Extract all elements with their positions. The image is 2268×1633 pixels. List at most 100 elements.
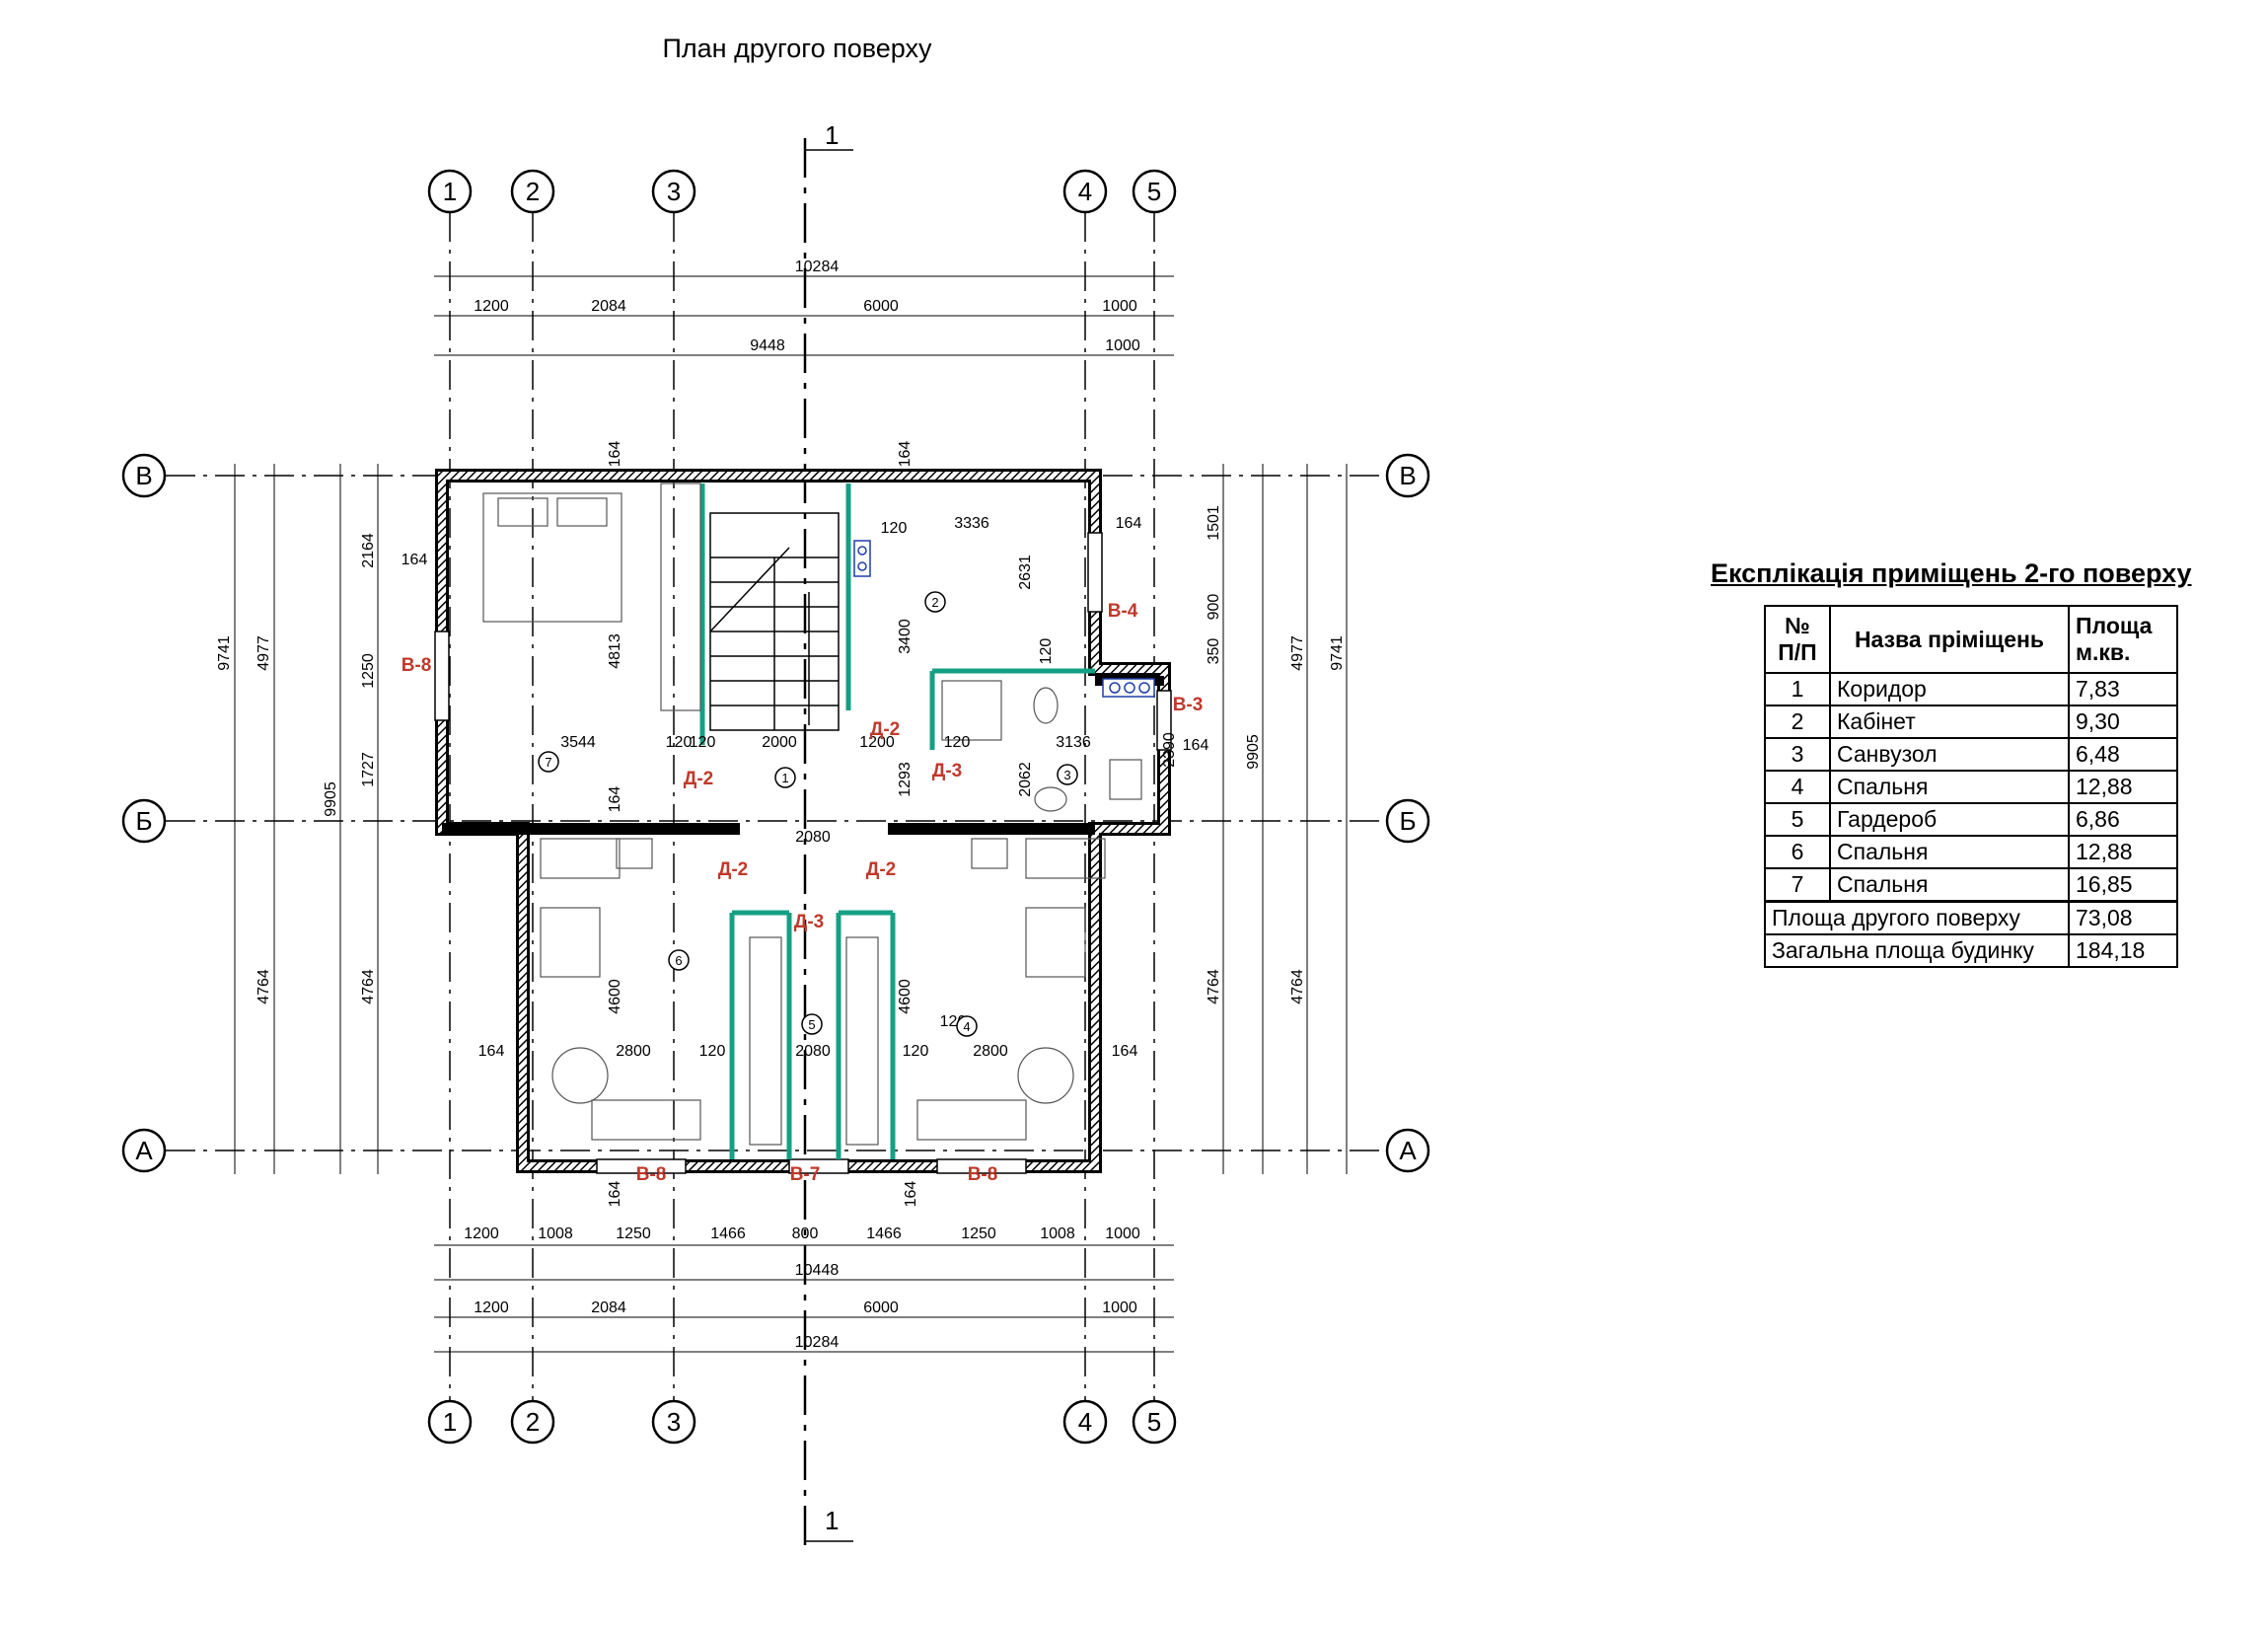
dimension-text: 1466 (710, 1225, 746, 1242)
dimension-text: 3400 (897, 619, 914, 654)
axis-bubble (121, 1128, 167, 1173)
axis-bubble (1132, 1399, 1177, 1445)
axis-bubble (651, 1399, 696, 1445)
room-number-circle (1057, 764, 1078, 785)
section-mark-top: 1 (825, 120, 839, 150)
section-line (803, 138, 853, 1554)
dimension-text: 164 (607, 1181, 623, 1208)
dimension-text: 4600 (897, 979, 914, 1014)
dimension-text: 164 (607, 786, 623, 813)
dimension-text: 164 (607, 441, 623, 468)
dimension-text: 4600 (607, 979, 623, 1014)
axis-bubble (1385, 798, 1430, 844)
dimension-text: 1008 (538, 1225, 573, 1242)
axis-label: А (1399, 1136, 1417, 1165)
axis-label: 2 (526, 177, 540, 206)
dimension-text: 4764 (1206, 969, 1222, 1004)
axis-label: 5 (1147, 1407, 1161, 1437)
dimension-text: 164 (897, 441, 914, 468)
section-mark-bottom: 1 (825, 1506, 839, 1535)
axis-label: 1 (443, 1407, 457, 1437)
dimension-text: 1293 (897, 762, 914, 797)
dimension-text: 1000 (1105, 1225, 1140, 1242)
axis-bubble (510, 169, 555, 214)
dimension-text: 164 (1183, 737, 1209, 754)
grid-lines-vertical (449, 212, 1155, 1406)
dimension-text: 1250 (360, 653, 377, 689)
dimension-text: 1008 (1040, 1225, 1075, 1242)
dimension-text: 1250 (961, 1225, 996, 1242)
header-area: Площа м.кв. (2068, 605, 2178, 674)
axis-bubble (510, 1399, 555, 1445)
axis-bubble (427, 169, 473, 214)
dimension-text: 1727 (360, 752, 377, 787)
room-number: 1 (781, 771, 788, 785)
window-mark: В-8 (636, 1164, 667, 1185)
dimension-text: 4813 (607, 633, 623, 669)
dimension-text: 2800 (616, 1043, 651, 1060)
dimension-text: 2062 (1017, 762, 1034, 797)
room-number: 3 (1063, 768, 1070, 782)
dimension-text: 9741 (216, 635, 233, 671)
dimension-text: 10284 (795, 1334, 840, 1351)
furniture (482, 482, 1142, 1146)
dimension-text: 3136 (1056, 734, 1091, 751)
dimension-text: 3544 (560, 734, 596, 751)
axis-label: 3 (667, 1407, 681, 1437)
dimension-text: 4977 (1289, 635, 1306, 671)
dimension-text: 1000 (1102, 1299, 1137, 1316)
dimension-text: 800 (792, 1225, 819, 1242)
grid-lines-horizontal (166, 475, 1386, 1151)
dimension-text: 3336 (954, 515, 989, 532)
plan-title: План другого поверху (662, 34, 932, 63)
partitions (699, 483, 1095, 1159)
door-mark: Д-3 (794, 912, 824, 932)
axis-bubble (651, 169, 696, 214)
windows (434, 532, 1172, 1174)
door-mark: Д-2 (870, 719, 900, 740)
dimension-text: 10448 (795, 1262, 840, 1279)
room-number: 4 (963, 1019, 970, 1034)
dimension-text: 350 (1206, 638, 1222, 665)
room-number: 2 (931, 595, 938, 610)
dimension-text: 164 (1112, 1043, 1138, 1060)
axis-label: А (135, 1136, 153, 1165)
axis-bubble (1062, 1399, 1108, 1445)
dimension-text: 2800 (973, 1043, 1008, 1060)
axis-label: В (135, 461, 152, 490)
room-number-circle (956, 1015, 978, 1037)
staircase (709, 512, 840, 731)
dimension-text: 2080 (795, 1043, 831, 1060)
axis-bubble (121, 453, 167, 498)
dimension-text: 120 (1038, 638, 1055, 665)
dimension-text: 164 (903, 1181, 919, 1208)
axis-label: 4 (1078, 1407, 1092, 1437)
dimension-text: 120 (666, 734, 693, 751)
dimension-text: 1501 (1206, 505, 1222, 541)
dimension-text: 1000 (1105, 337, 1140, 354)
dimension-text: 120 (903, 1043, 929, 1060)
dimension-text: 164 (1116, 515, 1142, 532)
fixtures (853, 540, 1155, 698)
axis-label: 5 (1147, 177, 1161, 206)
dimension-text: 1200 (474, 298, 509, 315)
axis-label: Б (1399, 806, 1416, 836)
dimension-text: 1200 (474, 1299, 509, 1316)
dimension-text: 4977 (256, 635, 272, 671)
dimension-text: 1200 (859, 734, 895, 751)
window-mark: В-8 (968, 1164, 998, 1185)
room-number-circle (774, 767, 796, 788)
axis-label: Б (135, 806, 152, 836)
dimension-text: 1000 (1102, 298, 1137, 315)
dimension-text: 9905 (323, 781, 339, 817)
dimension-text: 2631 (1017, 555, 1034, 590)
dimension-text: 9905 (1245, 734, 1262, 770)
